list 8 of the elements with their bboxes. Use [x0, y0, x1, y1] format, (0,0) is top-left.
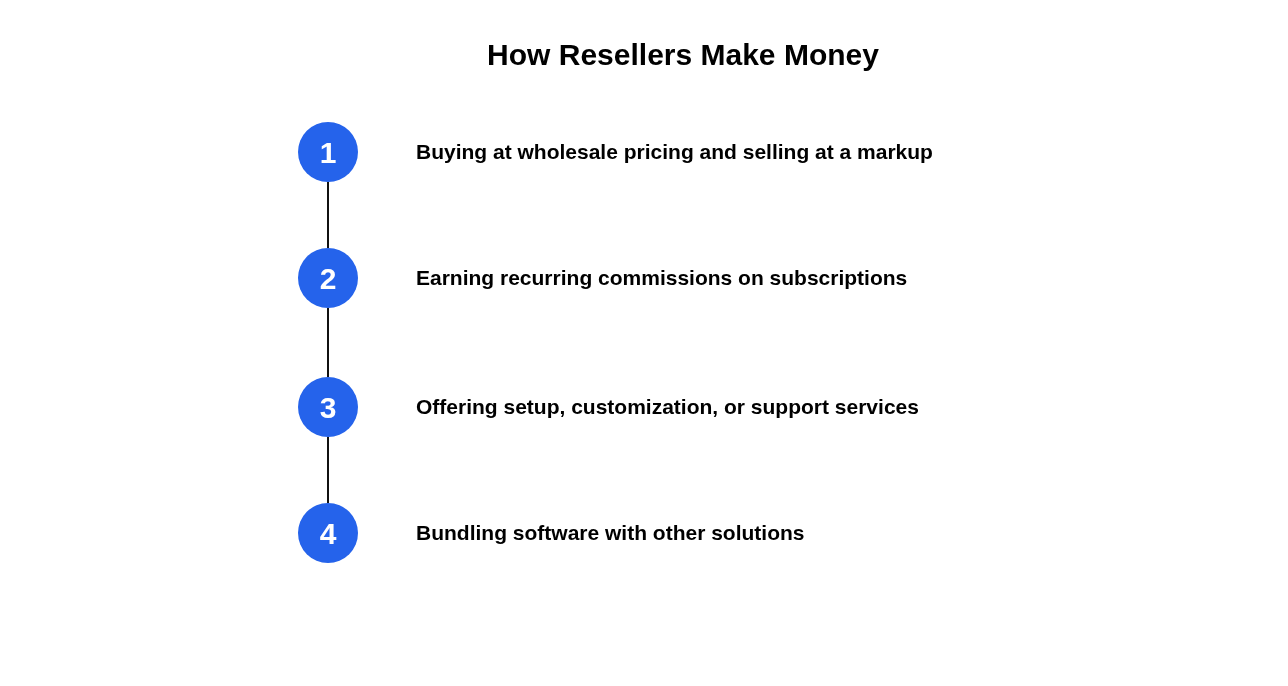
step-description: Earning recurring commissions on subscriptions — [416, 265, 909, 291]
connector-line — [327, 436, 329, 504]
connector-line — [327, 307, 329, 378]
connector-line — [327, 181, 329, 249]
step-description: Bundling software with other solutions — [416, 520, 806, 546]
diagram-title: How Resellers Make Money — [486, 37, 880, 73]
step-description: Buying at wholesale pricing and selling at a markup — [416, 139, 934, 165]
step-description: Offering setup, customization, or support services — [416, 394, 920, 420]
